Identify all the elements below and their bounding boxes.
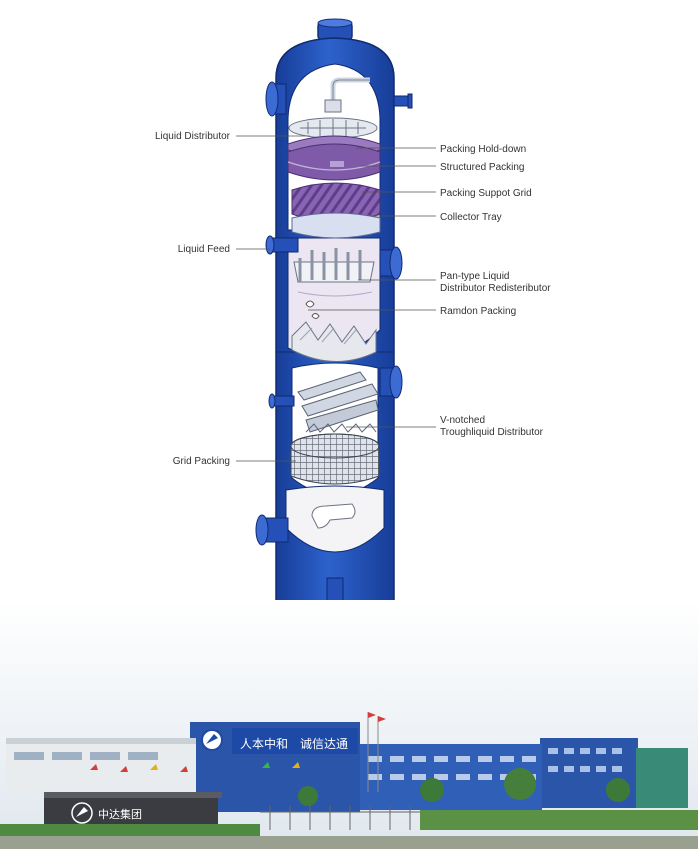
fence (260, 806, 420, 830)
company-logo-sign (71, 802, 93, 824)
label-collector-tray: Collector Tray (440, 212, 502, 223)
pan-type-redistributor-part (293, 248, 375, 297)
flags (90, 712, 386, 792)
label-v-notched-2: Troughliquid Distributor (440, 427, 544, 438)
v-notched-trough-part (297, 371, 379, 433)
diagram-labels: Liquid Distributor Packing Hold-down Str… (155, 131, 551, 467)
label-packing-support-grid: Packing Suppot Grid (440, 188, 532, 199)
label-structured-packing: Structured Packing (440, 162, 525, 173)
trees (0, 768, 698, 838)
label-pan-type-1: Pan-type Liquid (440, 271, 510, 282)
structured-packing-part (287, 135, 381, 181)
label-pan-type-2: Distributor Redisteributor (440, 283, 551, 294)
liquid-distributor-part (288, 77, 378, 139)
company-sign-text: 中达集团 (98, 807, 142, 821)
collector-tray-part (291, 212, 381, 239)
label-v-notched-1: V-notched (440, 415, 485, 426)
label-liquid-distributor: Liquid Distributor (155, 131, 231, 142)
random-packing-part (291, 300, 377, 362)
leader-lines (236, 135, 436, 462)
slogan-1: 人本中和 (240, 736, 288, 751)
label-packing-hold-down: Packing Hold-down (440, 144, 526, 155)
slogan-2: 诚信达通 (300, 737, 348, 751)
vapor-inlet-part (311, 503, 356, 529)
factory-photo: 人本中和 诚信达通 中达集团 (0, 600, 698, 849)
label-random-packing: Ramdon Packing (440, 306, 516, 317)
company-logo-roof (201, 729, 223, 751)
grid-packing-part (290, 433, 380, 485)
label-grid-packing: Grid Packing (173, 456, 230, 467)
label-liquid-feed: Liquid Feed (178, 244, 230, 255)
